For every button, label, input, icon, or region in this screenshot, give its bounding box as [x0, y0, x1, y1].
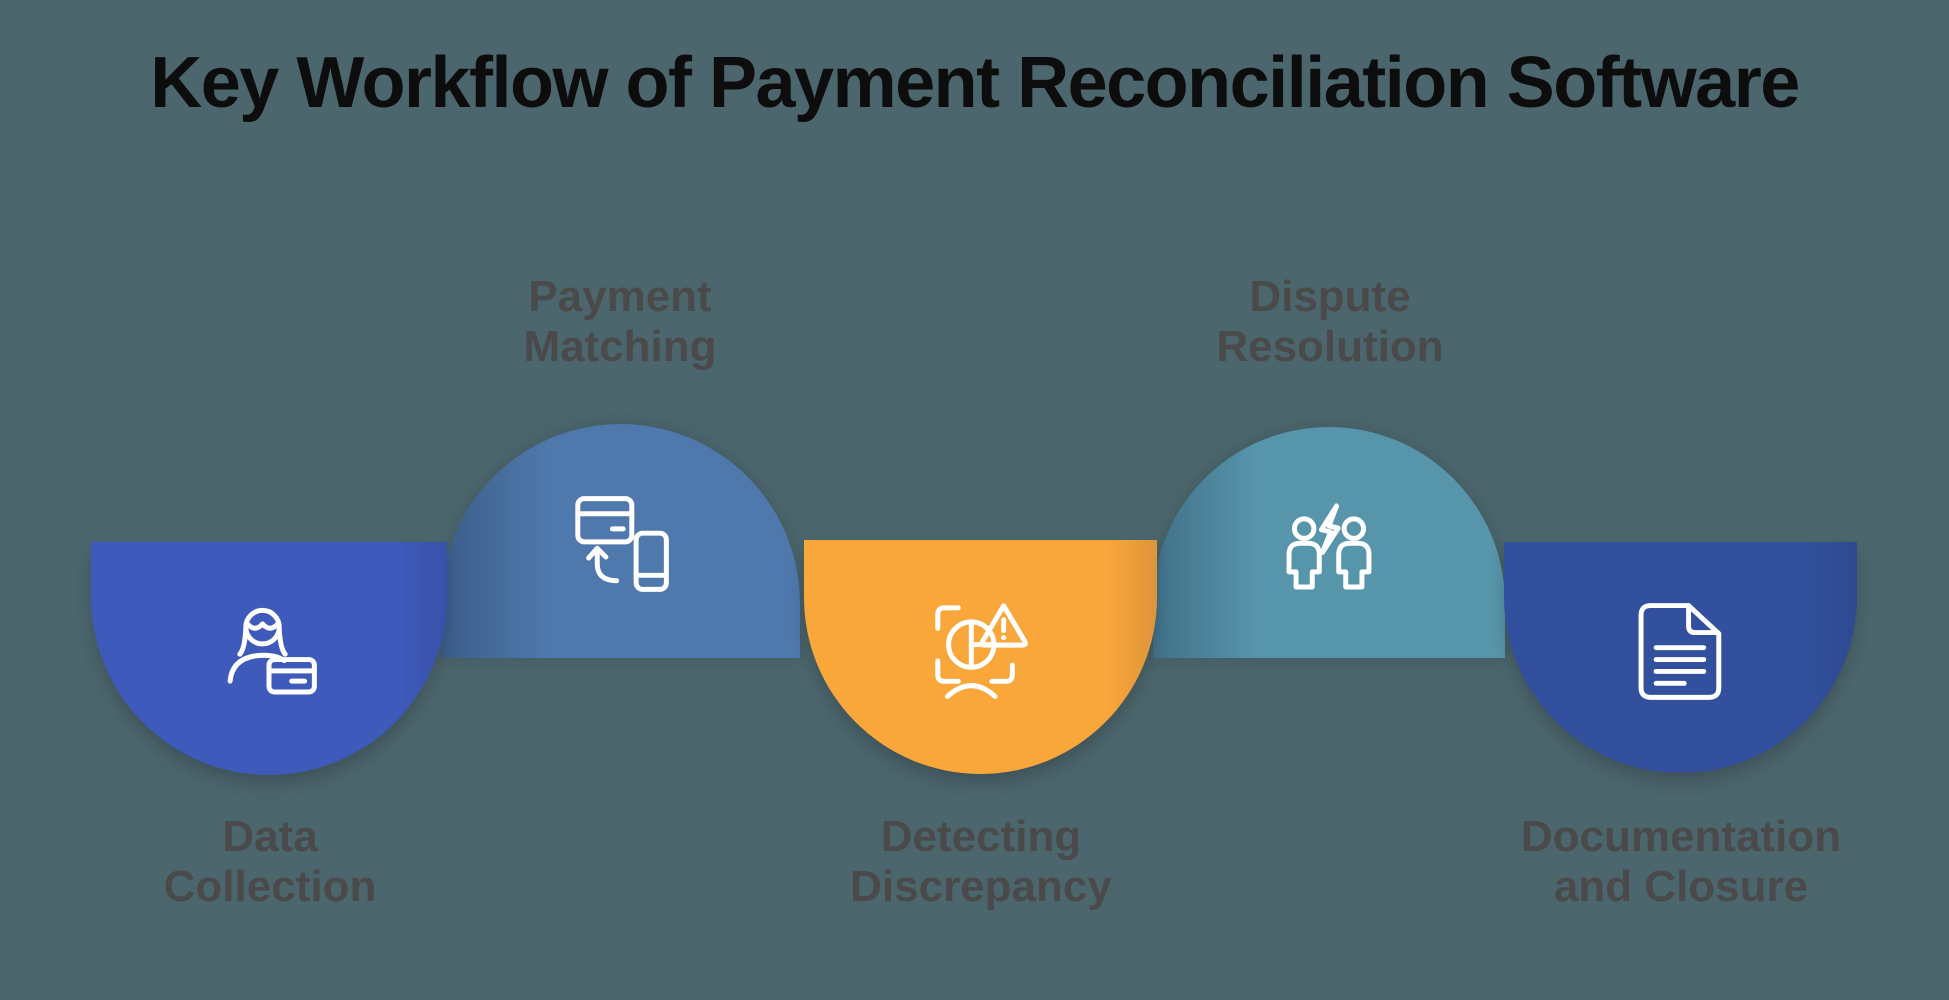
- page-title: Key Workflow of Payment Reconciliation S…: [150, 43, 1800, 123]
- step-shape-detecting-discrepancy: [804, 540, 1157, 774]
- scan-pie-warning-icon: [927, 596, 1035, 704]
- step-shape-dispute-resolution: [1153, 427, 1505, 658]
- people-conflict-icon: [1275, 493, 1383, 601]
- step-label-payment-matching: Payment Matching: [523, 272, 717, 371]
- step-shape-documentation-closure: [1504, 542, 1857, 773]
- step-label-data-collection: Data Collection: [163, 812, 377, 911]
- step-shape-payment-matching: [441, 424, 800, 658]
- card-phone-transfer-icon: [567, 490, 675, 598]
- step-shape-data-collection: [91, 542, 447, 775]
- step-label-documentation-closure: Documentation and Closure: [1520, 812, 1842, 911]
- step-label-detecting-discrepancy: Detecting Discrepancy: [850, 812, 1112, 911]
- document-icon: [1627, 598, 1735, 706]
- step-label-dispute-resolution: Dispute Resolution: [1216, 272, 1444, 371]
- person-credit-card-icon: [215, 598, 323, 706]
